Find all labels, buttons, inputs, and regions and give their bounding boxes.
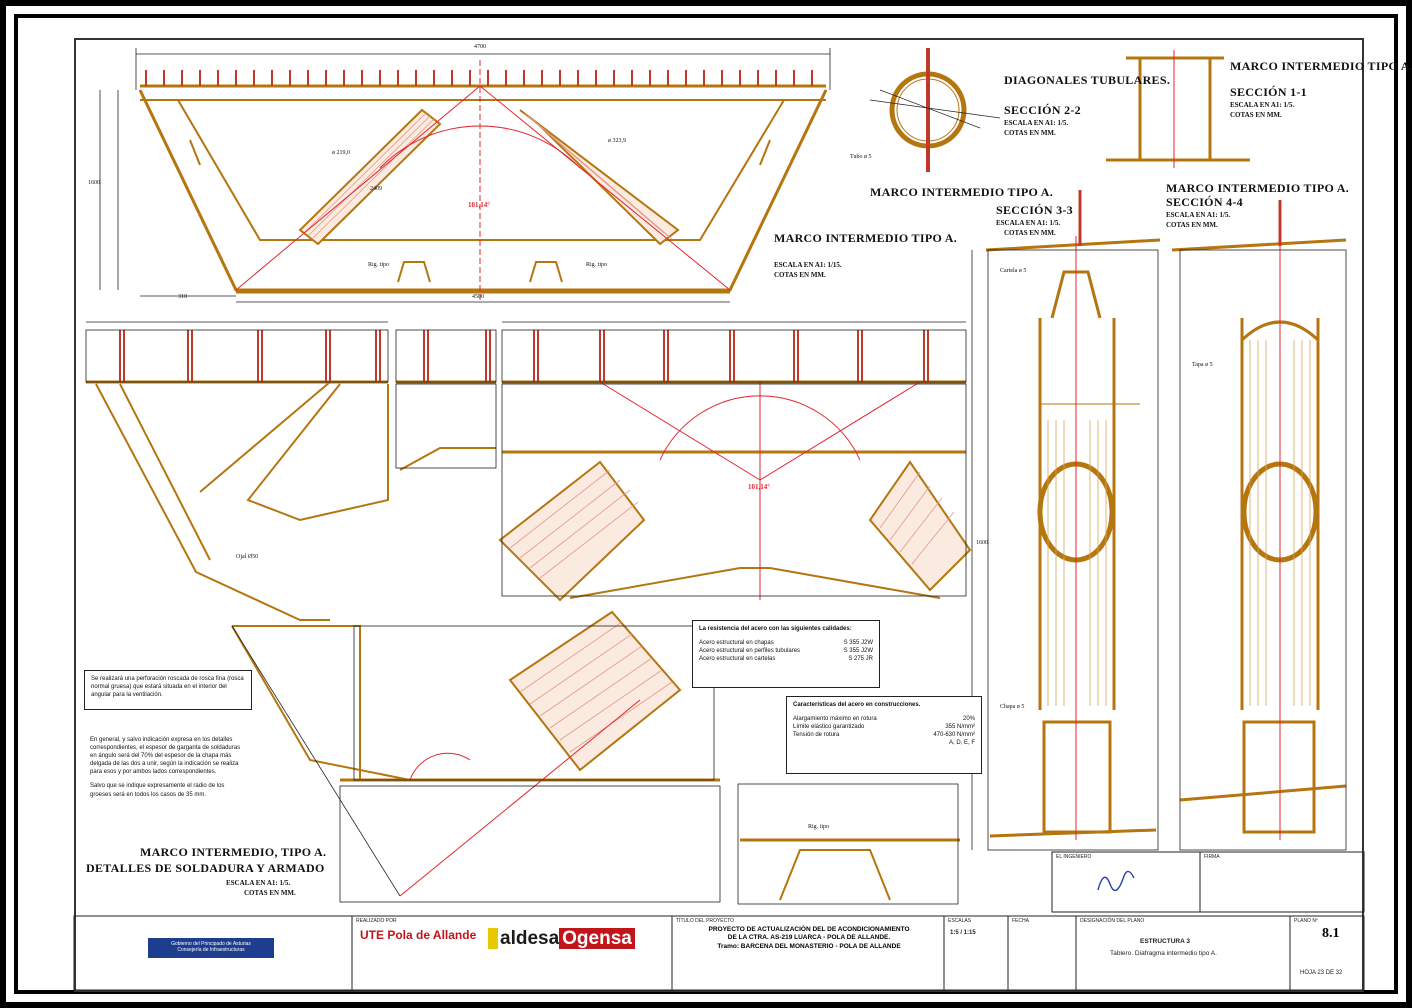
section-4-4-scale: ESCALA EN A1: 1/5. <box>1166 211 1231 219</box>
details-title-1: MARCO INTERMEDIO, TIPO A. <box>140 845 327 859</box>
details-scale: ESCALA EN A1: 1/5. <box>226 879 291 887</box>
ojal-label: Ojal Ø50 <box>236 554 259 560</box>
diag-length: 2409 <box>370 186 382 192</box>
section-3-3-title-2: SECCIÓN 3-3 <box>996 203 1073 217</box>
details-title-2: DETALLES DE SOLDADURA Y ARMADO <box>86 861 325 875</box>
tube-dia-label: ø 219,0 <box>332 150 350 156</box>
signature <box>1097 870 1135 892</box>
detail-bottom-mid-view <box>740 838 960 901</box>
main-frame-units: COTAS EN MM. <box>774 271 826 279</box>
ute-name: UTE Pola de Allande <box>360 928 477 942</box>
note-welding-text: En general, y salvo indicación expresa e… <box>90 737 241 776</box>
contractor-label: REALIZADO POR <box>356 918 397 924</box>
section-4-4-title-2: SECCIÓN 4-4 <box>1166 195 1243 209</box>
rig-tipo-section: Rig. tipo <box>808 824 830 830</box>
rigid-label-2: Rig. tipo <box>586 262 608 268</box>
sheet-label: PLANO Nº <box>1294 918 1318 924</box>
section-1-1-title-1: MARCO INTERMEDIO TIPO A. <box>1230 59 1412 73</box>
main-frame-scale: ESCALA EN A1: 1/15. <box>774 261 842 269</box>
top-width-label: 4700 <box>474 44 486 50</box>
tube-dia-label-2: ø 323,9 <box>608 138 626 144</box>
note-radius-text: Salvo que se indique expresamente el rad… <box>90 783 225 798</box>
section-2-2-scale: ESCALA EN A1: 1/5. <box>1004 119 1069 127</box>
main-frame-view <box>138 84 828 294</box>
sheet-number: 8.1 <box>1322 926 1340 941</box>
section-3-3-scale: ESCALA EN A1: 1/5. <box>996 219 1061 227</box>
section-1-1-scale: ESCALA EN A1: 1/5. <box>1230 101 1295 109</box>
dim-1600: 1600 <box>976 540 988 546</box>
title-block-lines <box>73 851 1365 991</box>
section-2-2-units: COTAS EN MM. <box>1004 129 1056 137</box>
note-ventilation-text: Se realizará una perforación roscada de … <box>91 676 244 699</box>
tubo-label: Tubo ø 5 <box>850 154 872 160</box>
studs-main <box>145 70 813 86</box>
client-logo: Gobierno del Principado de Asturias Cons… <box>148 938 274 958</box>
height-label: 1600 <box>88 180 100 186</box>
drawing-title-1: ESTRUCTURA 3 <box>1140 938 1190 945</box>
section-3-3-units: COTAS EN MM. <box>1004 229 1056 237</box>
section-2-2-view <box>869 48 1001 172</box>
ogensa-mark: Ogensa <box>559 928 635 949</box>
diagonal-tubes-main <box>298 108 680 246</box>
steel-quality-table: La resistencia del acero con las siguien… <box>692 620 880 688</box>
section-3-3-view <box>985 238 1161 838</box>
project-title: PROYECTO DE ACTUALIZACIÓN DEL DE ACONDIC… <box>708 926 910 950</box>
span-label: 4500 <box>472 294 484 300</box>
date-label: FECHA <box>1012 918 1029 924</box>
chapa-label: Chapa ø 5 <box>1000 704 1025 710</box>
section-3-3-title-1: MARCO INTERMEDIO TIPO A. <box>870 185 1053 199</box>
detail-left-view <box>86 380 389 621</box>
rigid-label-1: Rig. tipo <box>368 262 390 268</box>
section-2-2-title-2: SECCIÓN 2-2 <box>1004 103 1081 117</box>
section-1-1-view <box>1106 50 1250 168</box>
details-units: COTAS EN MM. <box>244 889 296 897</box>
drawing-title-label: DESIGNACIÓN DEL PLANO <box>1080 918 1145 924</box>
detail-mid-view <box>396 380 496 471</box>
section-4-4-title-1: MARCO INTERMEDIO TIPO A. <box>1166 181 1349 195</box>
steel-table-title: La resistencia del acero con las siguien… <box>699 626 852 632</box>
char-table-title: Características del acero en construccio… <box>793 702 921 708</box>
scale-label: ESCALAS <box>948 918 972 924</box>
angle-center: 101,14° <box>468 201 491 209</box>
section-1-1-units: COTAS EN MM. <box>1230 111 1282 119</box>
note-welding: En general, y salvo indicación expresa e… <box>84 732 252 824</box>
section-2-2-title-1: DIAGONALES TUBULARES. <box>1004 73 1171 87</box>
tapa-label: Tapa ø 5 <box>1192 362 1213 368</box>
steel-characteristics-table: Características del acero en construccio… <box>786 696 982 774</box>
section-1-1-title-2: SECCIÓN 1-1 <box>1230 85 1307 99</box>
dim-310: 310 <box>178 294 187 300</box>
signature-label-2: FIRMA <box>1204 854 1220 860</box>
note-ventilation: Se realizará una perforación roscada de … <box>84 670 252 710</box>
drawing-title-2: Tablero. Diafragma intermedio tipo A. <box>1110 950 1217 957</box>
main-frame-title: MARCO INTERMEDIO TIPO A. <box>774 231 957 245</box>
bottom-left-tube <box>508 610 682 772</box>
signature-label-1: EL INGENIERO <box>1056 854 1092 860</box>
studs-left <box>119 330 381 382</box>
sheet-code: HOJA 23 DE 32 <box>1300 970 1343 976</box>
project-label: TÍTULO DEL PROYECTO <box>676 918 735 924</box>
cartela-label: Cartela ø 5 <box>1000 268 1027 274</box>
char-row-4: A, D, E, F <box>948 740 975 747</box>
center-tubes <box>498 460 972 602</box>
aldesa-mark: aldesa <box>488 928 560 949</box>
section-4-4-view <box>1171 238 1347 834</box>
section-4-4-units: COTAS EN MM. <box>1166 221 1218 229</box>
angle-detail: 101,14° <box>748 483 771 491</box>
scale-value: 1:5 / 1:15 <box>950 930 976 936</box>
